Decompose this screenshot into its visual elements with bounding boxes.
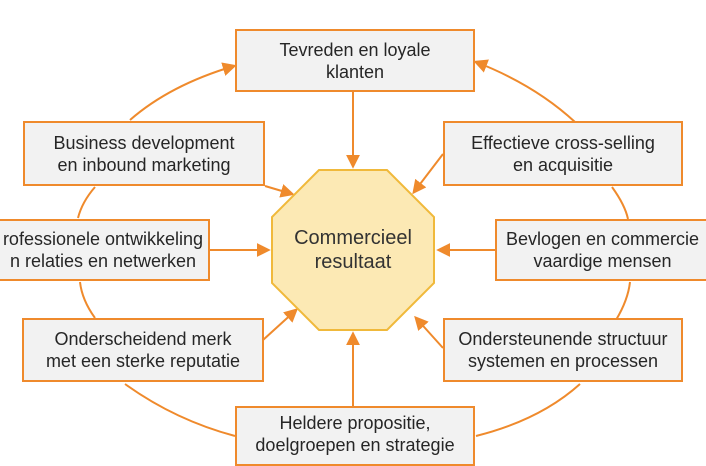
node-upper-right: Effectieve cross-selling en acquisitie [443, 121, 683, 186]
node-right-line2: vaardige mensen [533, 251, 672, 271]
node-right-line1: Bevlogen en commercie [505, 229, 700, 249]
node-top-line2: klanten [325, 61, 385, 82]
center-octagon [271, 169, 435, 331]
node-upper-left-line2: en inbound marketing [57, 154, 231, 175]
arrow-from-upper-right [412, 153, 444, 195]
cycle-arcs [77, 59, 631, 437]
node-left-line1: rofessionele ontwikkeling [2, 229, 204, 249]
arc-bottom-left [124, 383, 236, 437]
arc-right [615, 281, 631, 321]
node-top: Tevreden en loyale klanten [235, 29, 475, 92]
node-bottom-line2: doelgroepen en strategie [255, 435, 455, 455]
node-upper-right-line2: en acquisitie [512, 154, 614, 175]
node-left: rofessionele ontwikkeling n relaties en … [0, 219, 210, 281]
node-left-line2: n relaties en netwerken [9, 251, 197, 271]
node-upper-left-line1: Business development [53, 132, 235, 153]
arrow-from-lower-left [262, 308, 299, 341]
node-lower-left-line1: Onderscheidend merk [54, 329, 232, 349]
arc-upper-right [611, 186, 629, 220]
node-lower-left: Onderscheidend merk met een sterke reput… [22, 318, 264, 382]
arc-top-right [473, 59, 576, 123]
node-upper-right-line1: Effectieve cross-selling [471, 132, 655, 153]
node-lower-right-line1: Ondersteunende structuur [458, 329, 668, 349]
node-lower-right: Ondersteunende structuur systemen en pro… [443, 318, 683, 382]
node-bottom: Heldere propositie, doelgroepen en strat… [235, 406, 475, 466]
arc-lower-right [475, 383, 581, 437]
arrow-from-lower-right [414, 315, 444, 349]
center-label-line2: resultaat [314, 251, 392, 273]
node-right: Bevlogen en commercie vaardige mensen [495, 219, 706, 281]
inward-arrows [210, 92, 495, 406]
arc-upper-left [129, 62, 237, 121]
node-top-line1: Tevreden en loyale [279, 39, 431, 60]
center-label-line1: Commercieel [294, 227, 412, 249]
arc-left [77, 186, 96, 219]
diagram-canvas [77, 59, 631, 437]
center-label: Commercieel resultaat [272, 170, 434, 330]
node-lower-right-line2: systemen en processen [467, 351, 659, 371]
node-bottom-line1: Heldere propositie, [279, 413, 431, 433]
node-upper-left: Business development en inbound marketin… [23, 121, 265, 186]
arc-lower-left [79, 281, 96, 319]
node-lower-left-line2: met een sterke reputatie [45, 351, 241, 371]
arrow-from-upper-left [264, 184, 295, 198]
